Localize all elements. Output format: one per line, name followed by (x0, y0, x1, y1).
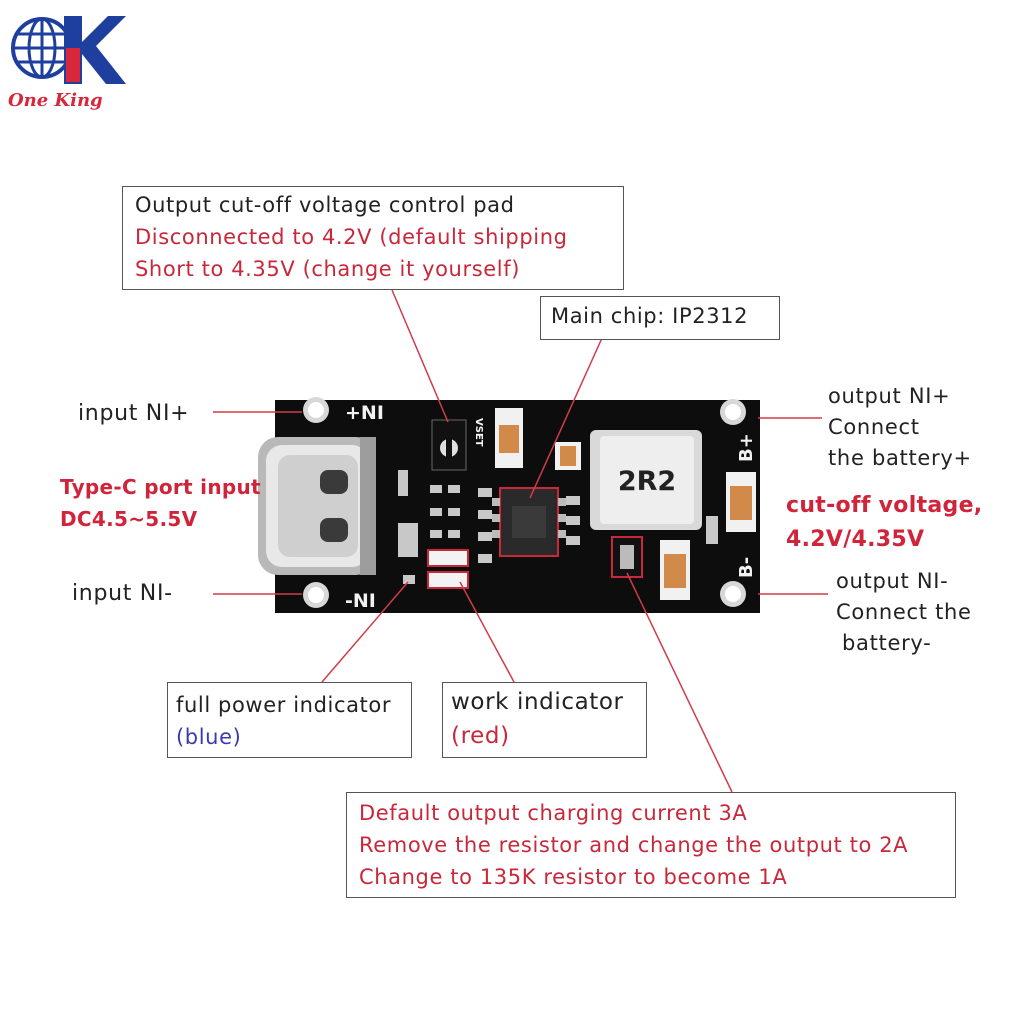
callout-cutoff-line-2: Disconnected to 4.2V (default shipping (135, 225, 568, 249)
callout-cutoff-pad: Output cut-off voltage control pad Disco… (122, 186, 624, 290)
callout-current-line-1: Default output charging current 3A (359, 801, 748, 825)
silk-b-pos: B+ (736, 433, 757, 462)
callout-cutoff-line-3: Short to 4.35V (change it yourself) (135, 257, 520, 281)
callout-cutoff-line-1: Output cut-off voltage control pad (135, 193, 515, 217)
led-blue (427, 549, 469, 567)
callout-work-line-2: (red) (451, 723, 510, 749)
led-red (427, 571, 469, 589)
label-output-neg-1: output NI- (836, 569, 949, 593)
label-output-pos-2: Connect (828, 415, 920, 439)
label-typec-1: Type-C port input (60, 475, 261, 499)
capacitor-4 (660, 540, 690, 600)
type-c-connector (258, 437, 376, 575)
pad-output-pos (720, 399, 746, 425)
callout-full-power: full power indicator (blue) (167, 682, 412, 758)
callout-main-chip-text: Main chip: IP2312 (551, 304, 749, 328)
inductor-text: 2R2 (618, 466, 676, 497)
silk-vset: VSET (473, 418, 484, 447)
logo-text: One King (8, 90, 103, 111)
label-typec-2: DC4.5~5.5V (60, 507, 198, 531)
label-output-neg-3: battery- (842, 631, 932, 655)
callout-main-chip: Main chip: IP2312 (540, 296, 780, 340)
globe-k-logo-icon (11, 16, 126, 84)
silk-in-neg: -NI (345, 590, 376, 612)
current-set-resistor (611, 536, 643, 578)
inductor-2r2: 2R2 (590, 430, 702, 530)
label-cutoff-1: cut-off voltage, (786, 493, 983, 518)
callout-work-line-1: work indicator (451, 689, 624, 715)
capacitor-1 (495, 408, 523, 468)
callout-current-line-3: Change to 135K resistor to become 1A (359, 865, 788, 889)
callout-full-power-line-2: (blue) (176, 725, 242, 749)
label-output-pos-3: the battery+ (828, 446, 972, 470)
silk-b-neg: B- (736, 557, 757, 578)
pad-input-pos (303, 397, 329, 423)
main-chip-ip2312 (492, 487, 566, 557)
capacitor-3 (726, 472, 756, 532)
one-king-logo: One King (6, 8, 126, 118)
label-cutoff-2: 4.2V/4.35V (786, 527, 925, 552)
label-input-pos: input NI+ (78, 401, 190, 426)
callout-work: work indicator (red) (442, 682, 647, 758)
capacitor-2 (555, 442, 581, 470)
smd-parts (398, 470, 718, 584)
pad-input-neg (303, 582, 329, 608)
label-output-neg-2: Connect the (836, 600, 972, 624)
label-input-neg: input NI- (72, 581, 173, 606)
silk-in-pos: +NI (345, 402, 384, 424)
callout-current-line-2: Remove the resistor and change the outpu… (359, 833, 909, 857)
label-output-pos-1: output NI+ (828, 384, 951, 408)
pad-output-neg (720, 581, 746, 607)
callout-charging-current: Default output charging current 3A Remov… (346, 792, 956, 898)
pointer-lines (213, 289, 828, 793)
callout-full-power-line-1: full power indicator (176, 693, 392, 717)
vset-pad (431, 419, 467, 471)
